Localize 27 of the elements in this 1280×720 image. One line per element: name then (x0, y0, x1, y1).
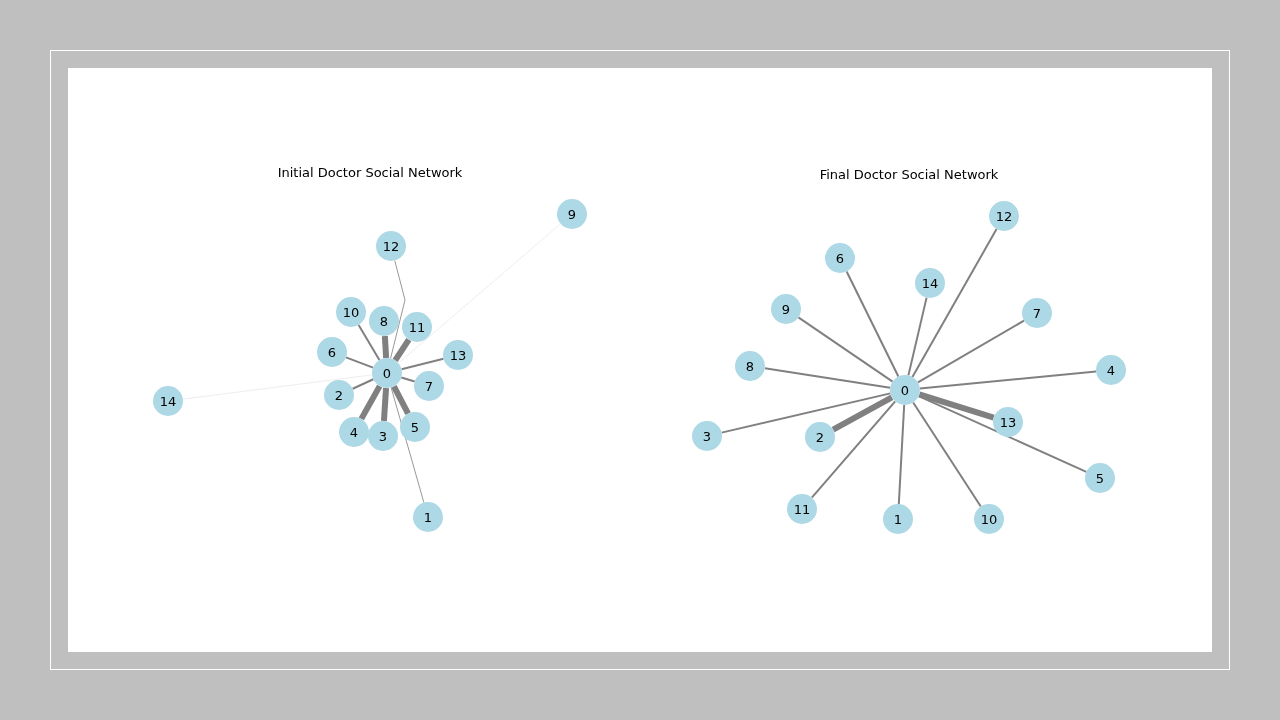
edge-line (720, 392, 892, 434)
edge-line (358, 384, 383, 421)
edge-line (907, 296, 928, 377)
edge-line (390, 260, 406, 359)
edge-line (831, 394, 894, 433)
edge-line (911, 228, 998, 378)
edge-line (810, 400, 897, 499)
edge-line (357, 323, 381, 362)
edge-line (345, 356, 374, 369)
edge-line (391, 384, 411, 416)
edge-line (918, 370, 1098, 390)
edge-line (351, 378, 375, 390)
edge-line (381, 335, 390, 359)
edge-line (916, 319, 1026, 384)
panel-title: Final Doctor Social Network (819, 167, 999, 182)
edge-line (763, 367, 892, 389)
edge-line (380, 387, 390, 422)
edge-line (392, 337, 412, 363)
edge-line (182, 374, 373, 400)
edge-line (918, 391, 995, 421)
edge-line (797, 316, 894, 383)
panel-title: Initial Doctor Social Network (277, 165, 463, 180)
edge-line (845, 270, 900, 378)
edge-line (912, 401, 982, 508)
edge-line (397, 223, 562, 364)
edge-line (400, 357, 445, 371)
edge-line (897, 404, 906, 505)
